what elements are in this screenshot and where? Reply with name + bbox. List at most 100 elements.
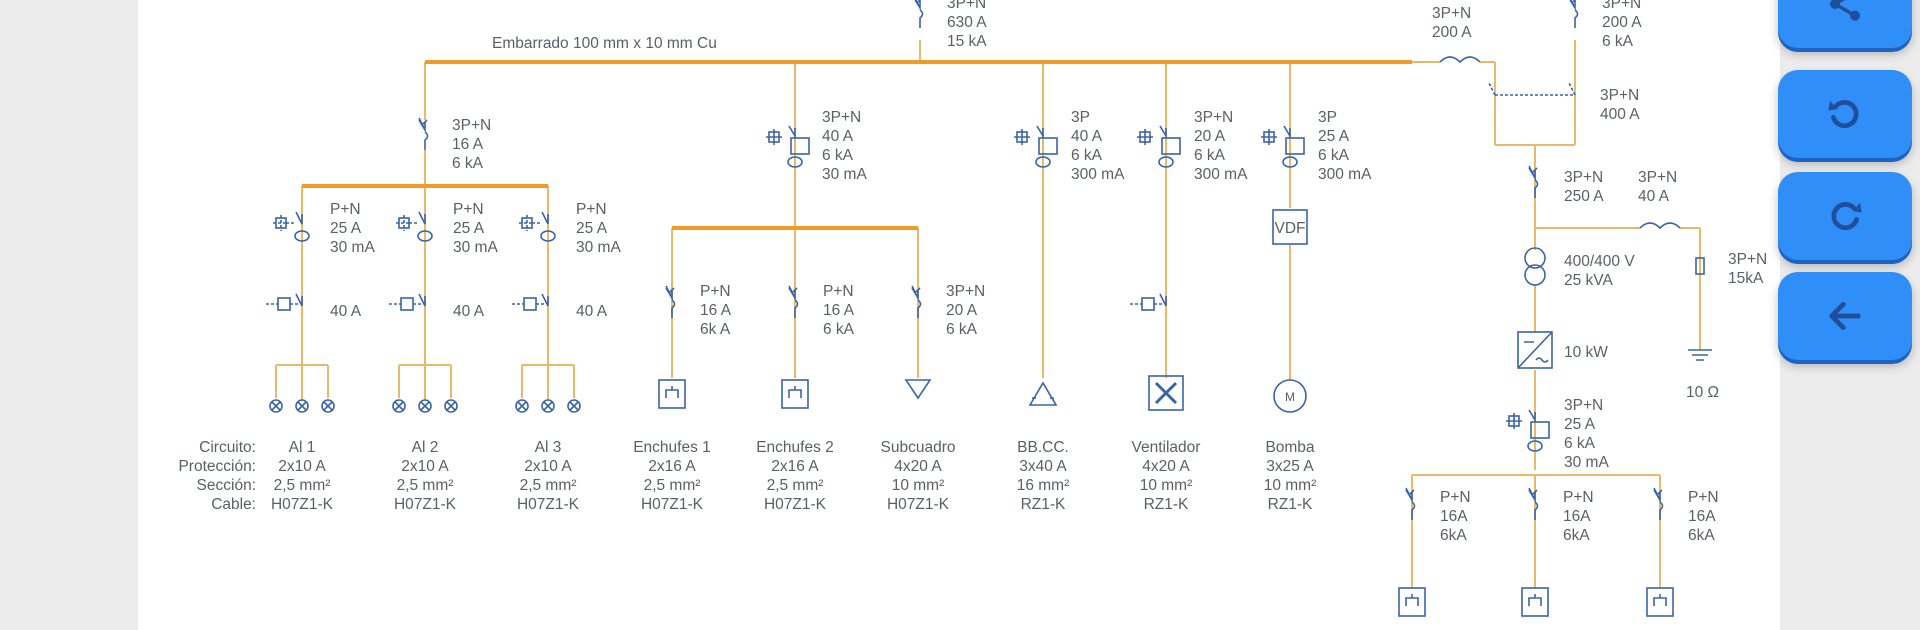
lighting-rcd-rating: P+N bbox=[576, 201, 607, 218]
socket-breaker-rating: 6 kA bbox=[823, 321, 855, 338]
switch-400-rating: 400 A bbox=[1600, 106, 1640, 123]
contactor-contact bbox=[295, 293, 303, 307]
circuit-cell: H07Z1-K bbox=[394, 496, 457, 513]
circuit-cell: H07Z1-K bbox=[517, 496, 580, 513]
feeder-rcbo-symbol bbox=[1137, 125, 1181, 168]
rcd-contact bbox=[541, 211, 549, 225]
lighting-rcd-symbol bbox=[273, 211, 310, 242]
share-button[interactable] bbox=[1778, 0, 1912, 48]
lamp-cross bbox=[323, 401, 333, 411]
surge-protector-rating: 3P+N bbox=[1728, 251, 1767, 268]
breaker-thermal bbox=[1411, 501, 1416, 520]
rcbo-cross bbox=[1261, 129, 1277, 145]
feeder-rating: 3P+N bbox=[1194, 109, 1233, 126]
breaker-contact bbox=[665, 285, 675, 301]
undo-button[interactable] bbox=[1778, 70, 1912, 158]
lamp-circle bbox=[444, 399, 458, 413]
circuit-cell: 3x40 A bbox=[1019, 458, 1067, 475]
circuit-cell: RZ1-K bbox=[1268, 496, 1313, 513]
rcd-toroid bbox=[294, 230, 310, 242]
lighting-rcd-rating: 25 A bbox=[453, 220, 485, 237]
circuit-cell: 10 mm² bbox=[1140, 477, 1193, 494]
rcd-contact bbox=[295, 211, 303, 225]
lighting-rcd-rating: P+N bbox=[330, 201, 361, 218]
socket-breaker-symbol bbox=[911, 285, 922, 318]
circuit-cell: RZ1-K bbox=[1144, 496, 1189, 513]
feeder-rating: 25 A bbox=[1318, 128, 1350, 145]
rcd-link bbox=[273, 215, 296, 231]
lamp-cross bbox=[420, 401, 430, 411]
table-header: Sección: bbox=[197, 477, 256, 494]
socket-outlet-icon bbox=[781, 379, 809, 409]
top-right-breaker-a-rating: 3P+N bbox=[1432, 5, 1471, 22]
circuit-cell: Subcuadro bbox=[881, 439, 956, 456]
breaker-contact bbox=[1653, 487, 1663, 503]
rcbo-cross bbox=[1014, 129, 1030, 145]
socket-box bbox=[1521, 587, 1549, 617]
lamp-icon bbox=[392, 399, 406, 413]
inverter-rating: 10 kW bbox=[1564, 344, 1608, 361]
fan-box bbox=[1148, 375, 1184, 411]
lamp-icon bbox=[295, 399, 309, 413]
circuit-cell: Al 2 bbox=[412, 439, 439, 456]
lamp-icon bbox=[418, 399, 432, 413]
rcbo-toroid bbox=[1282, 156, 1298, 168]
transformer-coil-2 bbox=[1524, 264, 1546, 286]
lamp-circle bbox=[567, 399, 581, 413]
feeder-rating: 300 mA bbox=[1194, 166, 1248, 183]
lighting-rcd-rating: 30 mA bbox=[453, 239, 498, 256]
rcbo-box bbox=[790, 137, 810, 155]
lighting-rcd-rating: P+N bbox=[453, 201, 484, 218]
feeder-rating: 6 kA bbox=[1318, 147, 1350, 164]
feeder-rating: 3P bbox=[1071, 109, 1090, 126]
socket-pins bbox=[788, 386, 802, 398]
socket-breaker-rating: 16 A bbox=[700, 302, 732, 319]
sockets-rcbo-rating: 3P+N bbox=[822, 109, 861, 126]
diagram-canvas[interactable] bbox=[138, 0, 1780, 630]
contactor-coil bbox=[277, 297, 291, 311]
breaker-contact bbox=[1528, 487, 1538, 503]
rcbo-contact bbox=[1528, 409, 1536, 423]
breaker-thermal bbox=[919, 9, 924, 28]
rcbo-cross bbox=[1506, 413, 1522, 429]
breaker-contact bbox=[418, 117, 428, 133]
fan-contactor-symbol bbox=[1130, 293, 1167, 311]
back-button[interactable] bbox=[1778, 272, 1912, 360]
main-breaker-rating: 630 A bbox=[947, 14, 987, 31]
lamp-cross bbox=[569, 401, 579, 411]
circuit-cell: H07Z1-K bbox=[641, 496, 704, 513]
contactor-coil bbox=[400, 297, 414, 311]
rcbo-25-rating: 6 kA bbox=[1564, 435, 1596, 452]
bottom-breaker-rating: 6kA bbox=[1440, 527, 1467, 544]
socket-breaker-rating: P+N bbox=[700, 283, 731, 300]
lighting-rcd-rating: 25 A bbox=[330, 220, 362, 237]
rcbo-cross bbox=[766, 129, 782, 145]
socket-breaker-symbol bbox=[788, 285, 799, 318]
bottom-breaker-symbol bbox=[1528, 487, 1539, 520]
transformer-coil-1 bbox=[1524, 247, 1546, 269]
transformer-rating: 25 kVA bbox=[1564, 272, 1613, 289]
top-right-breaker-b-rating: 3P+N bbox=[1602, 0, 1641, 12]
breaker-thermal bbox=[1534, 501, 1539, 520]
circuit-cell: Al 1 bbox=[289, 439, 316, 456]
circuit-cell: 2,5 mm² bbox=[767, 477, 824, 494]
bottom-breaker-symbol bbox=[1653, 487, 1664, 520]
rcd-toroid bbox=[417, 230, 433, 242]
rcbo-contact bbox=[788, 125, 796, 139]
lamp-circle bbox=[321, 399, 335, 413]
rcbo-box bbox=[1161, 137, 1181, 155]
redo-button[interactable] bbox=[1778, 172, 1912, 260]
sockets-rcbo-rating: 6 kA bbox=[822, 147, 854, 164]
lamp-icon bbox=[567, 399, 581, 413]
bottom-breaker-rating: 6kA bbox=[1688, 527, 1715, 544]
rcd-link bbox=[396, 215, 419, 231]
feeder-rcbo-symbol bbox=[1261, 125, 1305, 168]
socket-box bbox=[781, 379, 809, 409]
main-breaker-symbol bbox=[914, 0, 924, 28]
feeder-rcbo-symbol bbox=[1014, 125, 1058, 168]
breaker-contact bbox=[1405, 487, 1415, 503]
feeder-rating: 6 kA bbox=[1194, 147, 1226, 164]
socket-breaker-rating: 6k A bbox=[700, 321, 731, 338]
